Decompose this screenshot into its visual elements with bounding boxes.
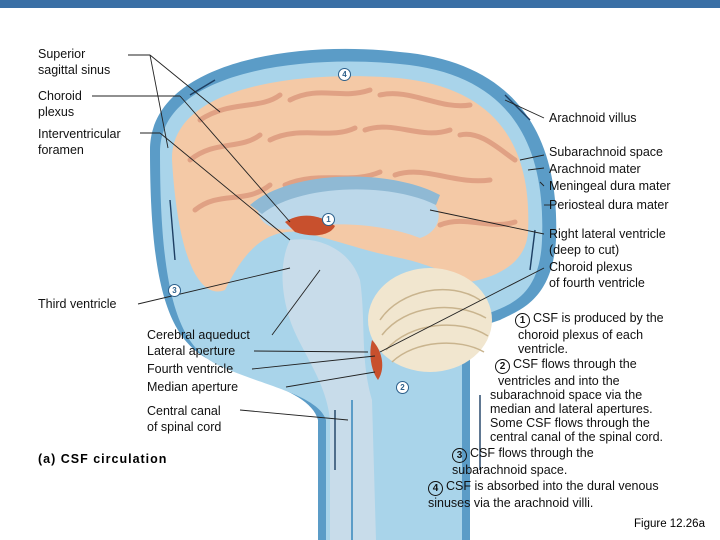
label-arachnoid-mater: Arachnoid mater <box>549 162 641 176</box>
figure-label: Figure 12.26a <box>634 518 705 530</box>
top-bar <box>0 0 720 8</box>
marker-3: 3 <box>168 284 181 297</box>
marker-2: 2 <box>396 381 409 394</box>
step-1-number: 1 <box>515 313 530 328</box>
figure-caption: (a) CSF circulation <box>38 452 168 466</box>
marker-4: 4 <box>338 68 351 81</box>
corpus-callosum <box>250 176 440 214</box>
step-3-number: 3 <box>452 448 467 463</box>
label-right-lateral-ventricle: Right lateral ventricle (deep to cut) <box>549 227 666 257</box>
label-fourth-ventricle: Fourth ventricle <box>147 362 234 376</box>
step-4-number: 4 <box>428 481 443 496</box>
label-third-ventricle: Third ventricle <box>38 297 117 311</box>
label-arachnoid-villus: Arachnoid villus <box>549 111 637 125</box>
label-superior-sagittal-sinus: Superior sagittal sinus <box>38 47 111 77</box>
label-central-canal: Central canal of spinal cord <box>147 404 222 434</box>
label-subarachnoid-space: Subarachnoid space <box>549 145 663 159</box>
step-2-number: 2 <box>495 359 510 374</box>
label-lateral-aperture: Lateral aperture <box>147 344 236 358</box>
label-interventricular-foramen: Interventricular foramen <box>38 127 121 157</box>
label-cerebral-aqueduct: Cerebral aqueduct <box>147 328 250 342</box>
label-choroid-plexus-fourth-ventricle: Choroid plexus of fourth ventricle <box>549 260 645 290</box>
leader-lines <box>92 54 552 421</box>
cerebellum-folia <box>379 288 489 363</box>
label-median-aperture: Median aperture <box>147 380 239 394</box>
flow-arrows <box>169 79 536 470</box>
label-meningeal-dura-mater: Meningeal dura mater <box>549 179 671 193</box>
cerebellum <box>368 268 492 372</box>
label-periosteal-dura-mater: Periosteal dura mater <box>549 198 669 212</box>
marker-1: 1 <box>322 213 335 226</box>
fourth-ventricle-choroid <box>370 340 383 380</box>
label-choroid-plexus: Choroid plexus <box>38 89 82 119</box>
